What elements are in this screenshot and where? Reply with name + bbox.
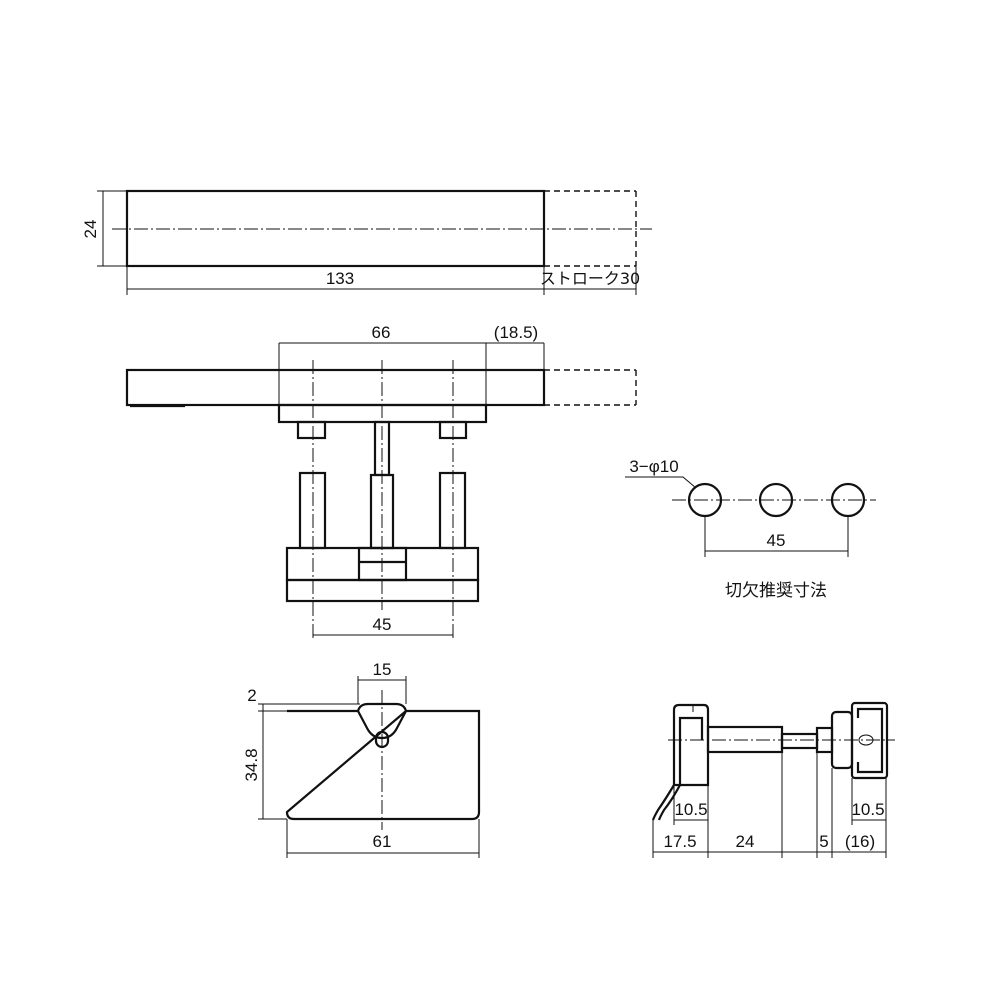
knob-width-dim: 15 xyxy=(373,660,392,679)
offset-dim: 2 xyxy=(247,686,256,705)
height-dim: 24 xyxy=(81,220,100,239)
cutout-caption: 切欠推奨寸法 xyxy=(725,581,827,601)
pitch-dim: 66 xyxy=(372,323,391,342)
side-view: 10.5 10.5 17.5 24 5 (16) xyxy=(651,701,895,858)
plate-view: 15 2 34.8 61 xyxy=(242,660,481,858)
overhang-dim: (18.5) xyxy=(494,323,538,342)
front-view: 66 (18.5) 45 xyxy=(125,323,637,640)
stroke-dim: ストローク30 xyxy=(540,269,640,288)
post-pitch-dim: 45 xyxy=(373,615,392,634)
plate-width-dim: 61 xyxy=(373,832,392,851)
collar-dim: 5 xyxy=(819,832,828,851)
cutout-pitch-dim: 45 xyxy=(767,531,786,550)
hook-depth-dim: 17.5 xyxy=(663,832,696,851)
top-view: 24 133 ストローク30 xyxy=(81,189,652,295)
cap-depth-dim: (16) xyxy=(845,832,875,851)
plate-height-dim: 34.8 xyxy=(242,748,261,781)
cylinder-dim: 24 xyxy=(736,832,755,851)
length-dim: 133 xyxy=(326,269,354,288)
cutout-diagram: 3−φ10 45 切欠推奨寸法 xyxy=(625,457,876,601)
hole-spec: 3−φ10 xyxy=(629,457,678,476)
cap-width-dim: 10.5 xyxy=(851,800,884,819)
hole xyxy=(758,482,794,518)
hook-width-dim: 10.5 xyxy=(674,800,707,819)
